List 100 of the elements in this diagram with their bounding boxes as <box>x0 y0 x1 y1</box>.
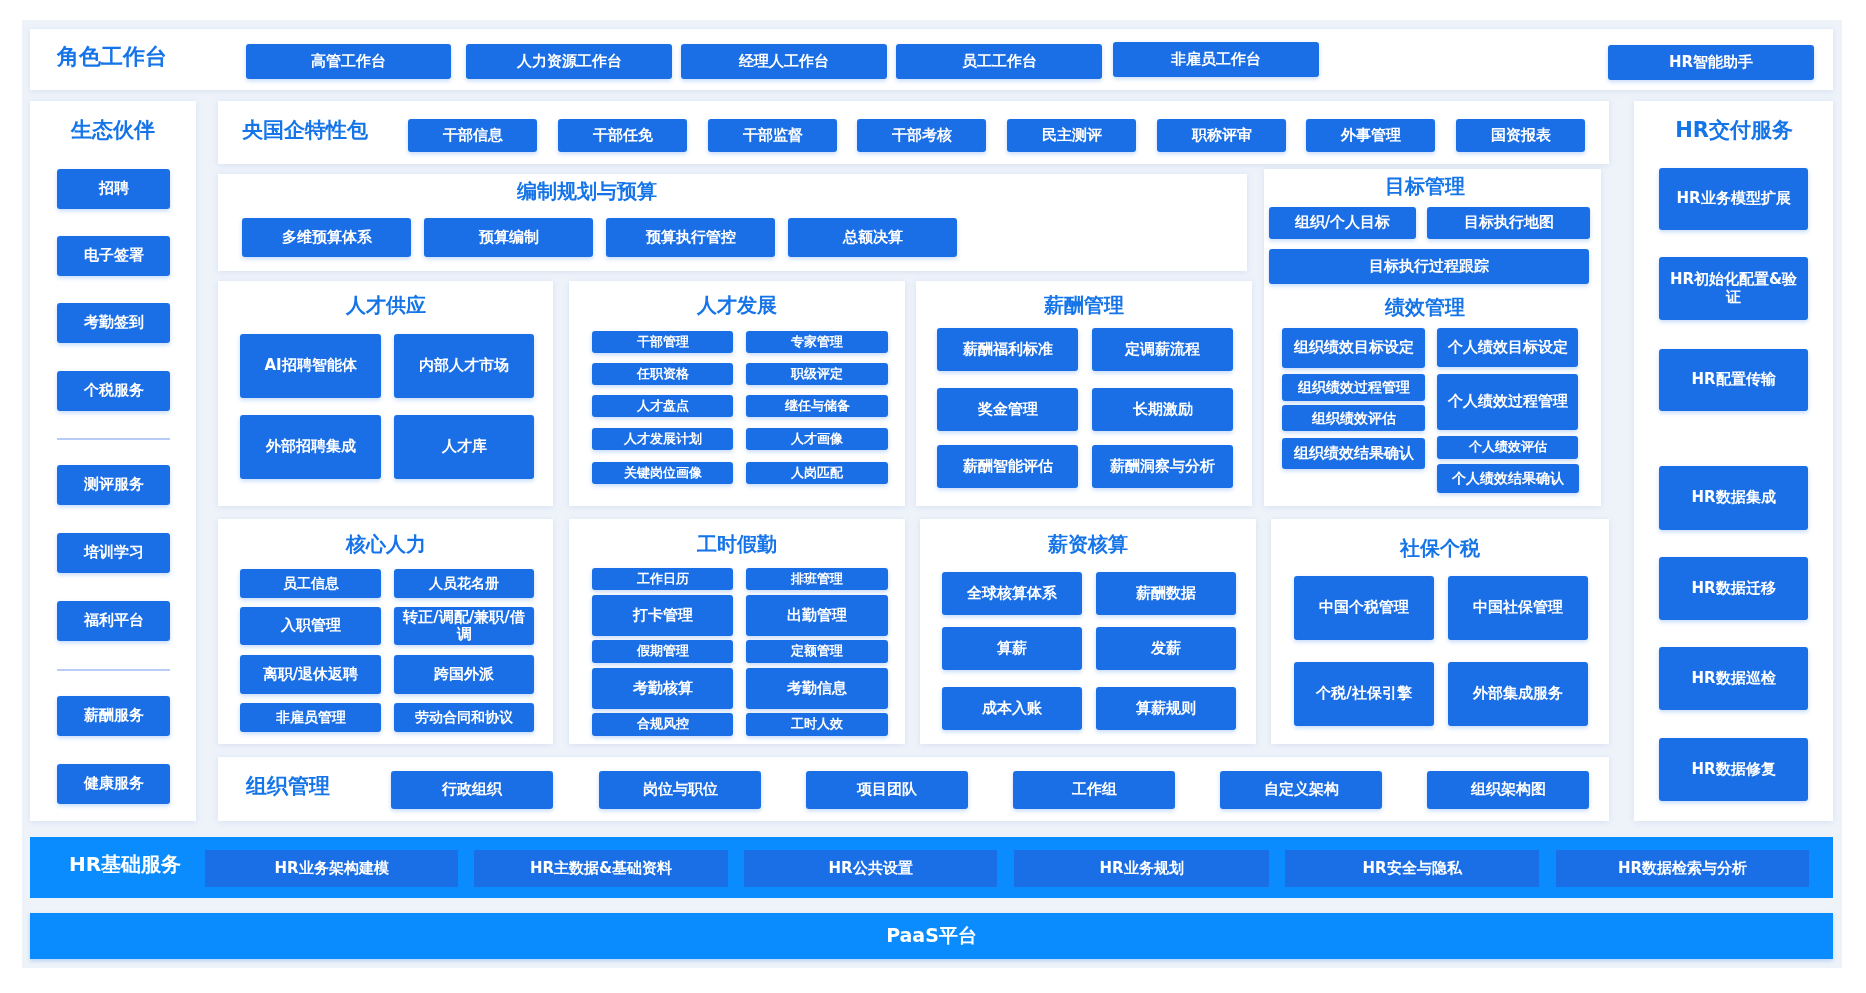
module-tile: 职级评定 <box>746 363 888 385</box>
module-tile: 人岗匹配 <box>746 462 888 484</box>
module-tile: 出勤管理 <box>746 595 888 636</box>
module-tile: 个人绩效过程管理 <box>1437 374 1578 430</box>
section-panel <box>218 174 1247 271</box>
platform-band: PaaS平台 <box>30 913 1833 959</box>
module-tile: 总额决算 <box>788 218 957 257</box>
module-tile: 人员花名册 <box>394 569 534 598</box>
module-tile: 关键岗位画像 <box>592 462 733 484</box>
section-panel <box>1634 101 1833 821</box>
module-tile: 个人绩效目标设定 <box>1437 328 1578 367</box>
module-tile: HR智能助手 <box>1608 45 1814 80</box>
module-tile: 招聘 <box>57 169 170 209</box>
module-tile: 薪酬洞察与分析 <box>1092 445 1233 488</box>
section-panel <box>30 101 196 821</box>
module-tile: 多维预算体系 <box>242 218 411 257</box>
module-tile: 人才库 <box>394 415 534 479</box>
module-tile: 员工信息 <box>240 569 381 598</box>
module-tile: 人才发展计划 <box>592 428 733 450</box>
module-tile: HR主数据&基础资料 <box>474 850 728 887</box>
section-heading: 绩效管理 <box>1385 295 1465 319</box>
module-tile: 职称评审 <box>1157 119 1286 152</box>
module-tile: 专家管理 <box>746 331 888 353</box>
module-tile: 个税/社保引擎 <box>1294 662 1434 726</box>
module-tile: 定额管理 <box>746 640 888 663</box>
section-heading: 薪酬管理 <box>1044 293 1124 317</box>
module-tile: 高管工作台 <box>246 44 451 79</box>
module-tile: 算薪规则 <box>1096 687 1236 730</box>
module-tile: 入职管理 <box>240 607 381 645</box>
module-tile: 非雇员工作台 <box>1113 42 1319 77</box>
module-tile: 个人绩效评估 <box>1437 436 1578 459</box>
module-tile: 合规风控 <box>592 713 733 736</box>
module-tile: 薪酬服务 <box>57 696 170 736</box>
module-tile: HR业务模型扩展 <box>1659 168 1808 230</box>
module-tile: HR数据修复 <box>1659 738 1808 801</box>
section-panel <box>218 519 553 744</box>
module-tile: HR业务架构建模 <box>205 850 458 887</box>
module-tile: 考勤信息 <box>746 668 888 709</box>
module-tile: 奖金管理 <box>937 388 1078 431</box>
module-tile: 组织绩效过程管理 <box>1282 374 1425 401</box>
module-tile: HR数据集成 <box>1659 466 1808 530</box>
module-tile: 项目团队 <box>806 771 968 809</box>
module-tile: 薪酬智能评估 <box>937 445 1078 488</box>
module-tile: 跨国外派 <box>394 655 534 694</box>
module-tile: 工时人效 <box>746 713 888 736</box>
section-heading: 工时假勤 <box>697 532 777 556</box>
module-tile: 预算编制 <box>424 218 593 257</box>
module-tile: 电子签署 <box>57 236 170 276</box>
module-tile: AI招聘智能体 <box>240 334 381 398</box>
section-panel <box>569 281 905 506</box>
module-tile: 个人绩效结果确认 <box>1437 464 1579 493</box>
module-tile: 任职资格 <box>592 363 733 385</box>
module-tile: 组织绩效目标设定 <box>1282 328 1425 368</box>
module-tile: 考勤核算 <box>592 668 733 709</box>
module-tile: 劳动合同和协议 <box>394 703 534 732</box>
module-tile: 工作组 <box>1013 771 1175 809</box>
module-tile: 干部监督 <box>708 119 837 152</box>
section-panel <box>218 281 553 506</box>
section-panel <box>1271 519 1609 744</box>
section-panel <box>218 101 1609 164</box>
module-tile: 预算执行管控 <box>606 218 775 257</box>
module-tile: 个税服务 <box>57 371 170 411</box>
section-heading: 核心人力 <box>345 532 426 556</box>
module-tile: HR配置传输 <box>1659 349 1808 411</box>
module-tile: 员工工作台 <box>896 44 1102 79</box>
module-tile: 组织/个人目标 <box>1269 207 1416 239</box>
section-heading: 人才发展 <box>697 293 777 317</box>
module-tile: 国资报表 <box>1456 119 1585 152</box>
module-tile: 人才盘点 <box>592 395 733 417</box>
module-tile: 离职/退休返聘 <box>240 655 381 694</box>
module-tile: 组织绩效结果确认 <box>1282 438 1425 469</box>
section-heading: 编制规划与预算 <box>517 179 657 203</box>
section-panel <box>920 519 1256 744</box>
module-tile: 目标执行地图 <box>1427 207 1590 239</box>
module-tile: HR公共设置 <box>744 850 997 887</box>
section-panel <box>916 281 1252 506</box>
module-tile: 长期激励 <box>1092 388 1233 431</box>
module-tile: 考勤签到 <box>57 303 170 343</box>
module-tile: 外部集成服务 <box>1448 662 1588 726</box>
module-tile: 内部人才市场 <box>394 334 534 398</box>
module-tile: 行政组织 <box>391 771 553 809</box>
section-panel <box>218 757 1609 821</box>
module-tile: 转正/调配/兼职/借调 <box>394 607 534 645</box>
module-tile: 中国个税管理 <box>1294 576 1434 640</box>
module-tile: 算薪 <box>942 627 1082 670</box>
module-tile: 干部信息 <box>408 119 537 152</box>
module-tile: 非雇员管理 <box>240 703 381 732</box>
module-tile: 干部任免 <box>558 119 687 152</box>
module-tile: HR业务规划 <box>1014 850 1269 887</box>
module-tile: 薪酬福利标准 <box>937 328 1078 371</box>
module-tile: 培训学习 <box>57 533 170 573</box>
module-tile: 打卡管理 <box>592 595 733 636</box>
section-heading: HR交付服务 <box>1675 118 1793 144</box>
module-tile: 人才画像 <box>746 428 888 450</box>
module-tile: HR数据检索与分析 <box>1556 850 1809 887</box>
module-tile: 薪酬数据 <box>1096 572 1236 615</box>
section-heading: 央国企特性包 <box>242 118 368 144</box>
section-panel <box>1264 169 1601 506</box>
module-tile: 外事管理 <box>1306 119 1435 152</box>
module-tile: 定调薪流程 <box>1092 328 1233 371</box>
